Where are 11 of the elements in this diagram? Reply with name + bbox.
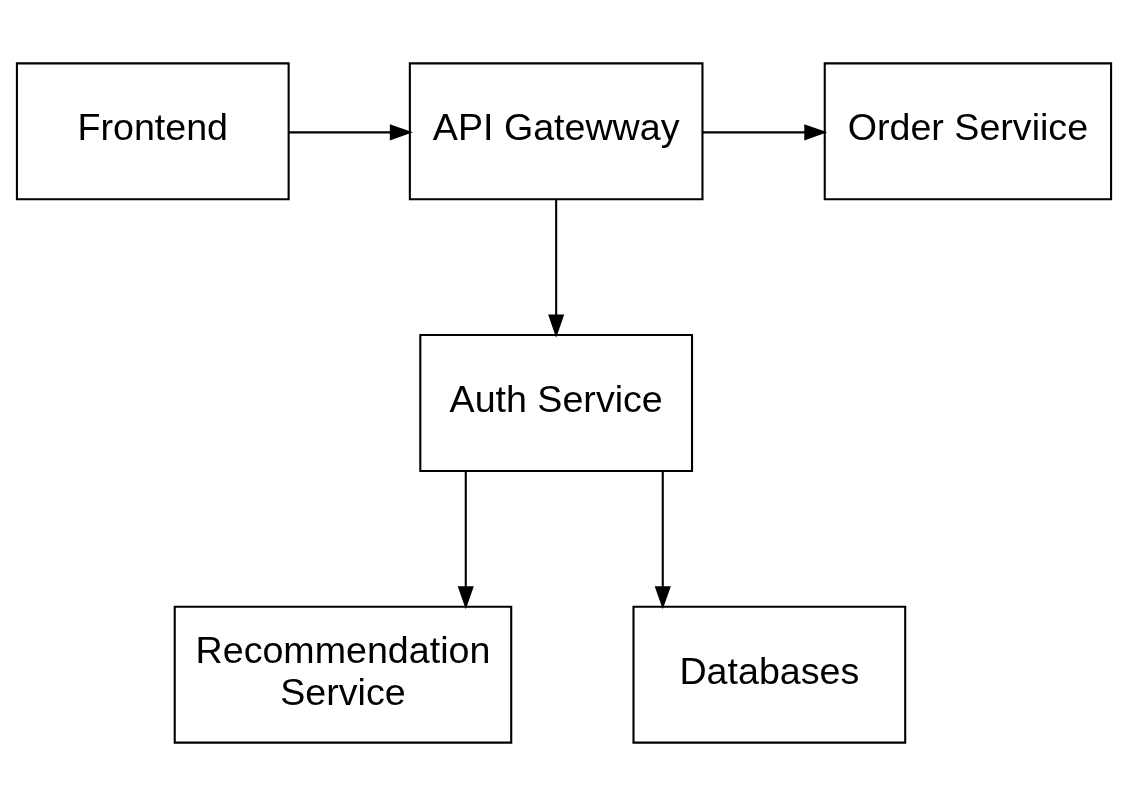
arrow xyxy=(702,124,828,141)
node-box: Databases xyxy=(632,605,907,744)
arrow xyxy=(457,471,474,610)
node-box: Recommendation Service xyxy=(173,605,513,744)
arrow xyxy=(548,199,565,338)
node-box: Auth Service xyxy=(419,334,694,472)
node-box: Frontend xyxy=(15,62,290,201)
arrow xyxy=(654,471,671,610)
arrow xyxy=(288,124,413,141)
node-box: Order Serviice xyxy=(823,62,1113,201)
node-box: API Gatewway xyxy=(408,62,704,201)
